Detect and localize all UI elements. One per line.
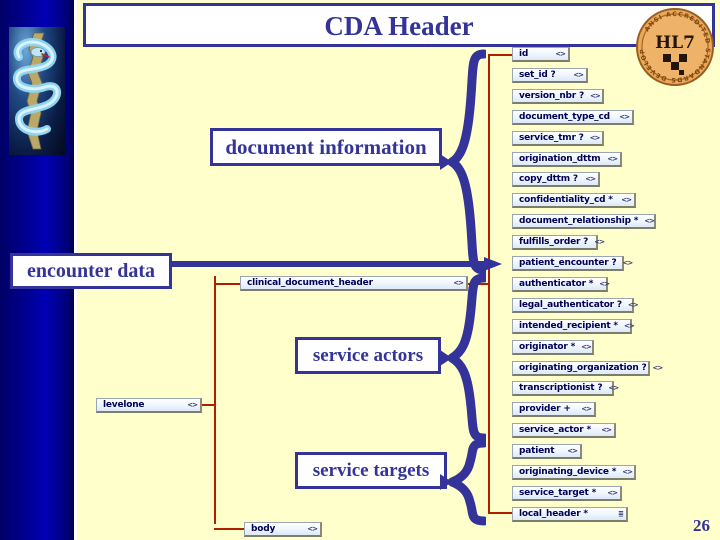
attribute-label: legal_authenticator ? — [519, 299, 622, 310]
attribute-label: transcriptionist ? — [519, 383, 603, 394]
attribute-label: version_nbr ? — [519, 90, 584, 101]
callout-document-information: document information — [210, 128, 442, 166]
expand-glyph-icon[interactable]: <> — [567, 447, 578, 456]
expand-glyph-icon[interactable]: <> — [622, 259, 633, 267]
attribute-node[interactable]: service_tmr ? <> — [512, 130, 604, 146]
page-number: 26 — [693, 516, 710, 535]
expand-glyph-icon[interactable]: <> — [594, 238, 605, 247]
header-to-bracket-connector — [468, 283, 490, 285]
attribute-bracket-top-stub — [488, 54, 514, 56]
expand-glyph-icon[interactable]: <> — [608, 384, 619, 393]
attribute-label: patient — [519, 446, 555, 457]
attribute-node[interactable]: version_nbr ? <> — [512, 88, 604, 104]
encounter-data-arrow — [172, 257, 502, 271]
expand-glyph-icon[interactable]: <> — [307, 525, 318, 533]
attribute-label: service_actor * — [519, 425, 591, 436]
expand-glyph-icon[interactable]: <> — [581, 342, 592, 351]
attribute-label: provider + — [519, 404, 571, 415]
attribute-label: originating_organization ? — [519, 362, 647, 373]
attribute-node[interactable]: service_actor * <> — [512, 423, 616, 439]
expand-glyph-icon[interactable]: <> — [589, 133, 601, 142]
hl7-seal-logo: ANSI ACCREDITED STANDARDS DEVELOPER HL7 — [629, 0, 718, 90]
attribute-node[interactable]: legal_authenticator ? <> — [512, 297, 639, 313]
attribute-label: originator * — [519, 341, 576, 352]
attribute-label: confidentiality_cd * — [519, 195, 613, 206]
attribute-node[interactable]: patient <> — [512, 444, 582, 460]
expand-glyph-icon[interactable]: <> — [601, 426, 612, 435]
attribute-label: originating_device * — [519, 467, 617, 477]
expand-glyph-icon[interactable]: <> — [599, 279, 610, 288]
attribute-node[interactable]: originator * <> — [512, 339, 594, 355]
attribute-node[interactable]: originating_device * <> — [512, 465, 636, 480]
expand-glyph-icon[interactable]: ≣ — [618, 509, 624, 518]
attribute-node[interactable]: originating_organization ? <> — [512, 360, 663, 376]
attribute-label: fulfills_order ? — [519, 237, 589, 248]
attribute-label: intended_recipient * — [519, 320, 618, 331]
attribute-label: patient_encounter ? — [519, 258, 617, 268]
brace-service-targets — [440, 438, 486, 526]
node-body[interactable]: body <> — [244, 522, 322, 537]
node-label: body — [251, 524, 276, 534]
tree-branch-to-header — [214, 283, 242, 285]
expand-glyph-icon[interactable]: <> — [453, 279, 464, 287]
attribute-label: id — [519, 49, 529, 59]
expand-glyph-icon[interactable]: <> — [622, 468, 633, 476]
attribute-node[interactable]: id <> — [512, 47, 570, 62]
attribute-node[interactable]: set_id ? <> — [512, 67, 588, 83]
caduceus-image — [9, 27, 65, 155]
attribute-node[interactable]: confidentiality_cd * <> — [512, 193, 636, 209]
brace-document-information — [440, 49, 486, 275]
expand-glyph-icon[interactable]: <> — [621, 196, 632, 205]
attribute-bracket-bottom-stub — [488, 512, 514, 514]
expand-glyph-icon[interactable]: <> — [607, 488, 618, 497]
node-label: clinical_document_header — [247, 278, 373, 288]
attribute-node[interactable]: authenticator * <> — [512, 276, 610, 292]
attribute-node[interactable]: patient_encounter ? <> — [512, 256, 633, 271]
expand-glyph-icon[interactable]: <> — [555, 50, 566, 58]
expand-glyph-icon[interactable]: <> — [652, 363, 664, 372]
attribute-node[interactable]: transcriptionist ? <> — [512, 381, 619, 397]
expand-glyph-icon[interactable]: <> — [627, 300, 639, 309]
tree-trunk-vertical — [214, 276, 216, 524]
attribute-node[interactable]: intended_recipient * <> — [512, 318, 635, 334]
expand-glyph-icon[interactable]: <> — [607, 154, 618, 163]
callout-service-actors: service actors — [295, 337, 441, 374]
attribute-node[interactable]: origination_dttm <> — [512, 151, 622, 167]
expand-glyph-icon[interactable]: <> — [619, 112, 630, 121]
brace-service-actors — [440, 273, 486, 443]
svg-text:HL7: HL7 — [655, 33, 695, 53]
attribute-node[interactable]: copy_dttm ? <> — [512, 172, 600, 188]
expand-glyph-icon[interactable]: <> — [644, 217, 655, 226]
attribute-label: copy_dttm ? — [519, 174, 578, 185]
expand-glyph-icon[interactable]: <> — [585, 175, 596, 184]
expand-glyph-icon[interactable]: <> — [573, 70, 584, 79]
attribute-label: set_id ? — [519, 69, 556, 80]
tree-branch-to-body — [214, 528, 246, 530]
callout-encounter-data: encounter data — [10, 253, 172, 289]
title-bar — [83, 3, 715, 47]
node-label: levelone — [103, 400, 145, 410]
attribute-node[interactable]: provider + <> — [512, 402, 596, 418]
attribute-node[interactable]: document_type_cd <> — [512, 109, 634, 125]
page-title: CDA Header — [324, 11, 474, 41]
tree-branch-to-levelone — [202, 404, 216, 406]
callout-service-targets: service targets — [295, 452, 447, 489]
attribute-label: service_tmr ? — [519, 132, 584, 143]
attribute-label: document_type_cd — [519, 111, 610, 122]
expand-glyph-icon[interactable]: <> — [187, 401, 198, 409]
expand-glyph-icon[interactable]: <> — [589, 91, 601, 100]
attribute-node[interactable]: fulfills_order ? <> — [512, 235, 605, 251]
attribute-label: local_header * — [519, 508, 588, 519]
attribute-label: document_relationship * — [519, 216, 639, 227]
expand-glyph-icon[interactable]: <> — [581, 405, 592, 414]
node-clinical-document-header[interactable]: clinical_document_header <> — [240, 276, 468, 291]
attribute-label: origination_dttm — [519, 153, 601, 164]
attribute-node[interactable]: local_header * ≣ — [512, 506, 628, 522]
attribute-label: authenticator * — [519, 278, 594, 289]
attribute-node[interactable]: service_target * <> — [512, 485, 622, 501]
expand-glyph-icon[interactable]: <> — [623, 321, 635, 330]
attribute-label: service_target * — [519, 487, 597, 498]
node-levelone[interactable]: levelone <> — [96, 398, 202, 413]
attribute-node[interactable]: document_relationship * <> — [512, 214, 656, 230]
